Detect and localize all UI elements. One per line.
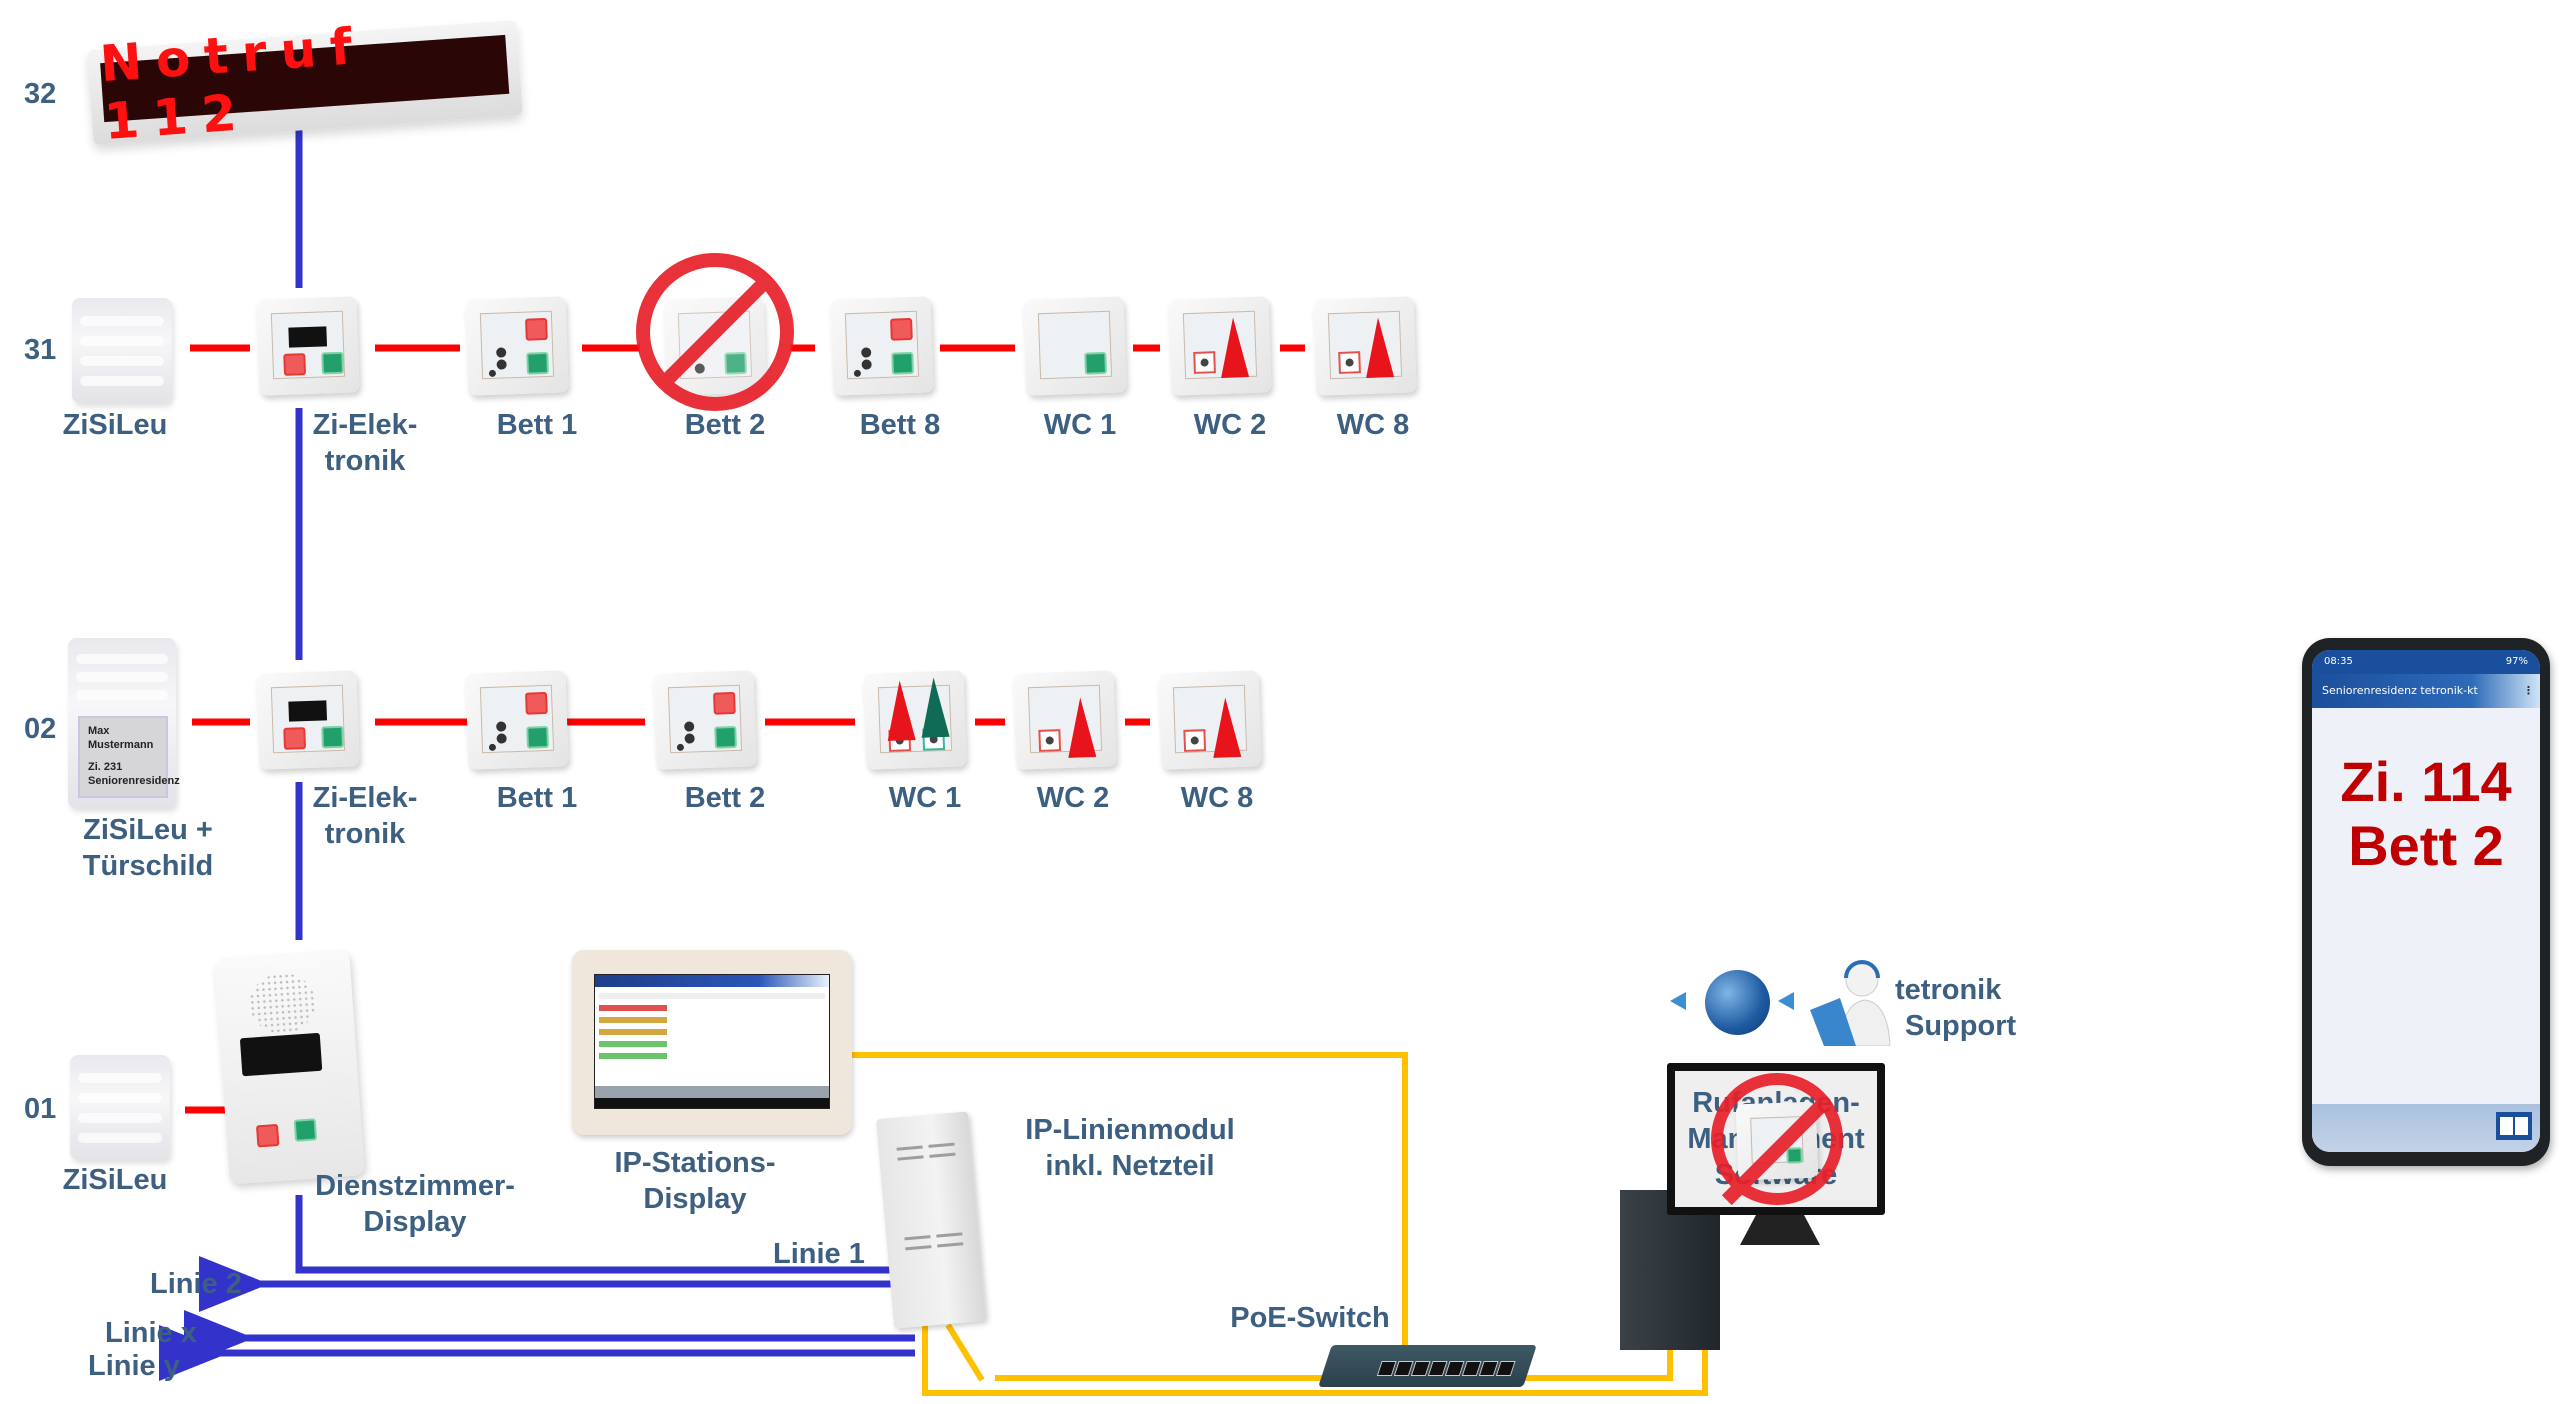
wc-pull-device (1013, 670, 1117, 770)
zisileu-device (70, 1055, 170, 1160)
row-number: 01 (24, 1093, 57, 1125)
device-label: tronik (324, 818, 406, 850)
support-agent-icon (1810, 960, 1891, 1046)
poe-switch-device (1318, 1345, 1537, 1387)
smartphone: 08:35 97% Seniorenresidenz tetronik-kt ⋮… (2302, 638, 2550, 1166)
device-label: WC 2 (1193, 409, 1267, 441)
monitor-stand (1740, 1215, 1820, 1245)
device-label: inkl. Netzteil (1045, 1150, 1215, 1182)
alert-message: Zi. 114 Bett 2 (2340, 750, 2512, 877)
device-label: WC 1 (1043, 409, 1117, 441)
phone-status-bar: 08:35 97% (2312, 650, 2540, 674)
server-tower-device (1620, 1190, 1720, 1350)
zisileu-doorsign-device: Max Mustermann Zi. 231 Seniorenresidenz (68, 638, 180, 808)
line-label: Linie 1 (773, 1238, 865, 1270)
device-label: IP-Linienmodul (1025, 1114, 1235, 1146)
led-screen: Notruf 112 (98, 16, 510, 151)
wc-pull-device (1313, 296, 1417, 396)
forbidden-icon (636, 253, 794, 411)
arrow-left-icon (1778, 992, 1794, 1010)
room-lines (185, 344, 1305, 1114)
device-label: WC 2 (1036, 782, 1110, 814)
bus-lines (159, 130, 915, 1381)
line-label: Linie y (88, 1350, 180, 1382)
line-label: Linie 2 (150, 1268, 242, 1300)
phone-bottom-bar (2312, 1104, 2540, 1152)
globe-icon (1705, 970, 1770, 1035)
wc-pull-device (1168, 296, 1272, 396)
device-label: Zi-Elek- (312, 409, 418, 441)
device-label: Türschild (82, 850, 214, 882)
support-label: Support (1905, 1010, 2017, 1042)
bed-unit-device (653, 670, 757, 770)
device-label: WC 8 (1180, 782, 1254, 814)
room-electronics-device (256, 296, 360, 396)
device-label: ZiSiLeu + (83, 814, 213, 846)
device-label: WC 8 (1336, 409, 1410, 441)
network-lines (852, 1052, 1708, 1396)
device-label: WC 1 (888, 782, 962, 814)
phone-battery: 97% (2505, 656, 2528, 667)
row-number: 02 (24, 713, 57, 745)
support-label: tetronik (1895, 974, 2002, 1006)
wc-pull-device (1158, 670, 1262, 770)
zisileu-device (72, 298, 172, 403)
duty-room-display-device (214, 950, 365, 1185)
bed-unit-device (465, 296, 569, 396)
device-label: Bett 2 (684, 782, 766, 814)
device-label: Bett 1 (496, 782, 578, 814)
door-sign: Max Mustermann Zi. 231 Seniorenresidenz (78, 716, 180, 798)
room-electronics-device (256, 670, 360, 770)
wc-pull-double-device (863, 670, 967, 770)
book-icon[interactable] (2496, 1112, 2532, 1140)
phone-time: 08:35 (2324, 656, 2353, 667)
app-title: Seniorenresidenz tetronik-kt (2322, 684, 2478, 697)
device-label: ZiSiLeu (62, 1164, 168, 1196)
bus-linie1 (295, 1195, 895, 1274)
device-label: IP-Stations- (614, 1147, 776, 1179)
management-monitor: Rufanlagen- Management Software (1667, 1063, 1885, 1215)
row-number: 32 (24, 78, 57, 110)
ip-line-module-device (876, 1111, 986, 1329)
arrow-left-icon (1670, 992, 1686, 1010)
phone-app-bar: Seniorenresidenz tetronik-kt ⋮ (2312, 674, 2540, 708)
device-label: Display (643, 1183, 747, 1215)
device-label: Dienstzimmer- (315, 1170, 515, 1202)
station-display-screen (594, 974, 830, 1109)
device-label: Zi-Elek- (312, 782, 418, 814)
device-label: Display (363, 1206, 467, 1238)
device-label: PoE-Switch (1230, 1302, 1390, 1334)
menu-icon[interactable]: ⋮ (2523, 684, 2534, 697)
bed-unit-device (830, 296, 934, 396)
device-label: Bett 8 (859, 409, 941, 441)
device-label: tronik (324, 445, 406, 477)
device-label: ZiSiLeu (62, 409, 168, 441)
ip-station-display-device (572, 950, 852, 1135)
line-label: Linie x (105, 1317, 197, 1349)
phone-screen: 08:35 97% Seniorenresidenz tetronik-kt ⋮… (2312, 650, 2540, 1152)
wc-unit-device (1023, 296, 1127, 396)
speaker-grille-icon (247, 971, 318, 1036)
device-label: Bett 1 (496, 409, 578, 441)
bed-unit-device (465, 670, 569, 770)
row-number: 31 (24, 334, 57, 366)
forbidden-icon (1711, 1073, 1843, 1205)
device-label: Bett 2 (684, 409, 766, 441)
